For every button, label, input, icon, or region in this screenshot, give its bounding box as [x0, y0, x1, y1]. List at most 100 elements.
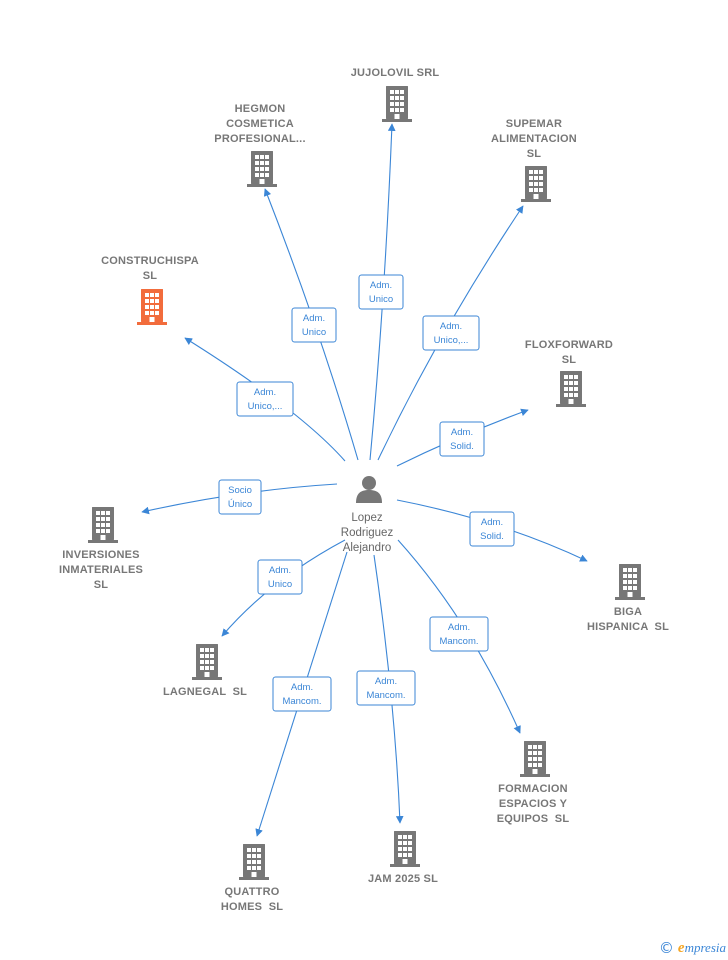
- relation-text-line: Adm.: [481, 517, 503, 528]
- relation-label-jujolovil[interactable]: Adm. Unico: [358, 274, 404, 310]
- relation-text-line: Adm.: [291, 682, 313, 693]
- relation-text-line: Unico,...: [248, 401, 283, 412]
- relation-label-hegmon[interactable]: Adm. Unico: [291, 307, 337, 343]
- copyright-icon: ©: [658, 939, 674, 957]
- building-icon: [88, 507, 118, 543]
- relation-label-jam[interactable]: Adm. Mancom.: [356, 670, 416, 706]
- building-icon: [521, 166, 551, 202]
- relation-box: [272, 676, 332, 712]
- relation-box: [422, 315, 480, 351]
- footer-brand[interactable]: © empresia: [659, 938, 726, 958]
- building-icon: [239, 844, 269, 880]
- building-icon: [556, 371, 586, 407]
- company-name-line: INVERSIONES: [62, 549, 139, 561]
- company-name-line: HISPANICA SL: [587, 621, 669, 633]
- relation-label-floxforward[interactable]: Adm. Solid.: [439, 421, 485, 457]
- relation-text-line: Unico: [369, 294, 393, 305]
- relation-box: [429, 616, 489, 652]
- company-node-supemar[interactable]: SUPEMAR ALIMENTACION SL: [491, 118, 577, 202]
- relation-box: [257, 559, 303, 595]
- company-name-line: FLOXFORWARD: [525, 339, 613, 351]
- company-node-inversiones[interactable]: INVERSIONES INMATERIALES SL: [59, 507, 143, 591]
- relation-text-line: Adm.: [269, 565, 291, 576]
- company-name-line: ALIMENTACION: [491, 133, 577, 145]
- person-name-line-1: Lopez: [351, 512, 383, 524]
- company-name-line: JUJOLOVIL SRL: [351, 67, 440, 79]
- building-icon: [382, 86, 412, 122]
- company-name-line: ESPACIOS Y: [499, 798, 568, 810]
- relation-box: [236, 381, 294, 417]
- company-node-formacion[interactable]: FORMACION ESPACIOS Y EQUIPOS SL: [497, 741, 570, 825]
- relation-box: [469, 511, 515, 547]
- person-name-line-2: Rodriguez: [341, 527, 394, 539]
- building-icon: [247, 151, 277, 187]
- company-name-line: HEGMON: [235, 103, 286, 115]
- company-name-line: SL: [562, 354, 577, 366]
- building-icon: [137, 289, 167, 325]
- person-name-line-3: Alejandro: [343, 542, 392, 554]
- relation-box: [358, 274, 404, 310]
- company-name-line: EQUIPOS SL: [497, 813, 570, 825]
- company-name-line: INMATERIALES: [59, 564, 143, 576]
- building-icon: [615, 564, 645, 600]
- company-node-jujolovil[interactable]: JUJOLOVIL SRL: [351, 67, 440, 122]
- company-name-line: SL: [527, 148, 542, 160]
- company-node-floxforward[interactable]: FLOXFORWARD SL: [525, 339, 613, 407]
- relation-text-line: Unico: [268, 579, 292, 590]
- company-name-line: BIGA: [614, 606, 642, 618]
- relation-text-line: Adm.: [303, 313, 325, 324]
- relation-text-line: Solid.: [480, 531, 504, 542]
- center-person[interactable]: Lopez Rodriguez Alejandro: [341, 476, 394, 554]
- company-name-line: COSMETICA: [226, 118, 294, 130]
- building-icon: [390, 831, 420, 867]
- company-node-lagnegal[interactable]: LAGNEGAL SL: [163, 644, 247, 698]
- company-name-line: SL: [94, 579, 109, 591]
- brand-initial: e: [677, 939, 685, 956]
- relation-label-supemar[interactable]: Adm.Unico,...: [422, 315, 480, 351]
- relation-text-line: Solid.: [450, 441, 474, 452]
- relation-text-line: Unico: [302, 327, 326, 338]
- relation-box: [218, 479, 262, 515]
- brand-logo: empresia: [678, 940, 726, 957]
- person-icon: [356, 476, 382, 503]
- building-icon: [520, 741, 550, 777]
- company-node-biga[interactable]: BIGA HISPANICA SL: [587, 564, 669, 633]
- company-node-jam[interactable]: JAM 2025 SL: [368, 831, 438, 885]
- relation-text-line: Adm.: [370, 280, 392, 291]
- company-name-line: SL: [143, 270, 158, 282]
- relation-text-line: Unico,...: [434, 335, 469, 346]
- relation-text-line: Mancom.: [366, 690, 405, 701]
- company-name-line: QUATTRO: [225, 886, 280, 898]
- relation-text-line: Mancom.: [439, 636, 478, 647]
- edges-layer: Adm.Unico,...Adm.UnicoAdm.UnicoAdm.Unico…: [141, 123, 588, 837]
- relation-box: [291, 307, 337, 343]
- building-icon: [192, 644, 222, 680]
- company-name-line: PROFESIONAL...: [214, 133, 305, 145]
- relation-label-construchispa[interactable]: Adm. Unico,...: [236, 381, 294, 417]
- relation-label-quattro[interactable]: Adm. Mancom.: [272, 676, 332, 712]
- relation-text-line: Adm.: [375, 676, 397, 687]
- relation-text-line: Mancom.: [282, 696, 321, 707]
- relation-box: [439, 421, 485, 457]
- relation-text-line: Adm.: [448, 622, 470, 633]
- relation-label-biga[interactable]: Adm. Solid.: [469, 511, 515, 547]
- company-name-line: JAM 2025 SL: [368, 873, 438, 885]
- company-name-line: CONSTRUCHISPA: [101, 255, 199, 267]
- company-name-line: LAGNEGAL SL: [163, 686, 247, 698]
- company-node-hegmon[interactable]: HEGMON COSMETICA PROFESIONAL...: [214, 103, 306, 187]
- relation-text-line: Socio: [228, 485, 252, 496]
- company-name-line: FORMACION: [498, 783, 568, 795]
- relation-box: [356, 670, 416, 706]
- company-name-line: SUPEMAR: [506, 118, 562, 130]
- company-node-construchispa[interactable]: CONSTRUCHISPA SL: [101, 255, 199, 325]
- relation-label-lagnegal[interactable]: Adm. Unico: [257, 559, 303, 595]
- relation-text-line: Único: [228, 499, 252, 510]
- relation-label-formacion[interactable]: Adm. Mancom.: [429, 616, 489, 652]
- relation-text-line: Adm.: [451, 427, 473, 438]
- relation-text-line: Adm.: [254, 387, 276, 398]
- brand-name: mpresia: [684, 939, 726, 955]
- nodes-layer: CONSTRUCHISPA SL HEGMON COSMETICA PROFESIONA…: [59, 67, 669, 913]
